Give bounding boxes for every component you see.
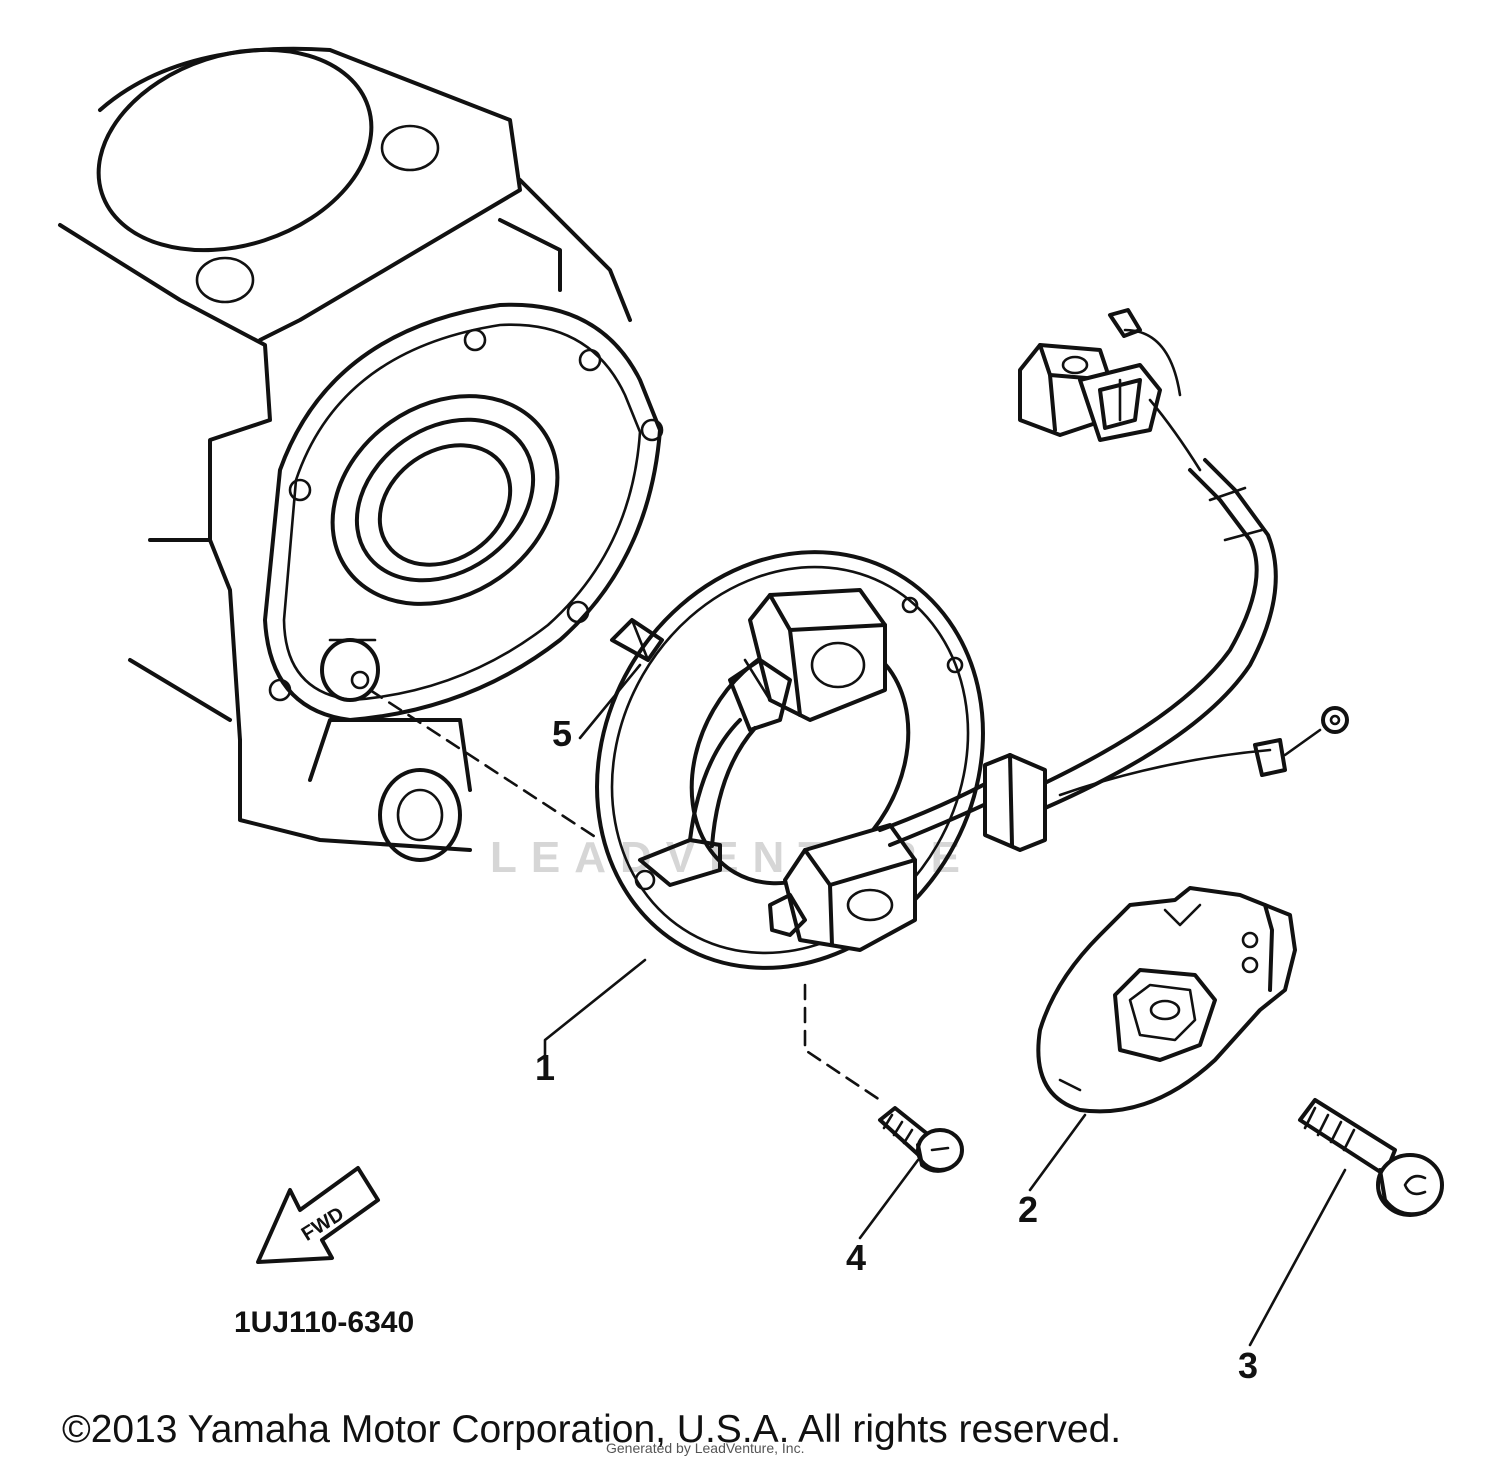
flange-bolt-large <box>1298 1098 1444 1217</box>
callout-2: 2 <box>1018 1189 1038 1230</box>
diagram-code: 1UJ110-6340 <box>234 1306 414 1339</box>
engine-crankcase <box>58 46 664 862</box>
stator-assembly <box>595 550 1017 970</box>
generator-note: Generated by LeadVenture, Inc. <box>606 1440 805 1456</box>
leader-2 <box>1028 1113 1087 1192</box>
callout-3: 3 <box>1238 1345 1258 1386</box>
callout-1: 1 <box>535 1047 555 1088</box>
pan-screw-small <box>878 1106 964 1173</box>
leader-3 <box>1248 1168 1347 1347</box>
forward-direction-arrow: FWD <box>256 1166 380 1264</box>
callout-5: 5 <box>552 713 572 754</box>
leader-1 <box>543 958 647 1070</box>
leader-4 <box>858 1158 920 1240</box>
leader-5 <box>578 663 642 740</box>
woodruff-key <box>610 618 664 662</box>
stator-cover-plate <box>1036 886 1297 1114</box>
callout-4: 4 <box>846 1237 866 1278</box>
wire-harness <box>983 308 1349 852</box>
copyright-notice: ©2013 Yamaha Motor Corporation, U.S.A. A… <box>62 1408 1122 1451</box>
